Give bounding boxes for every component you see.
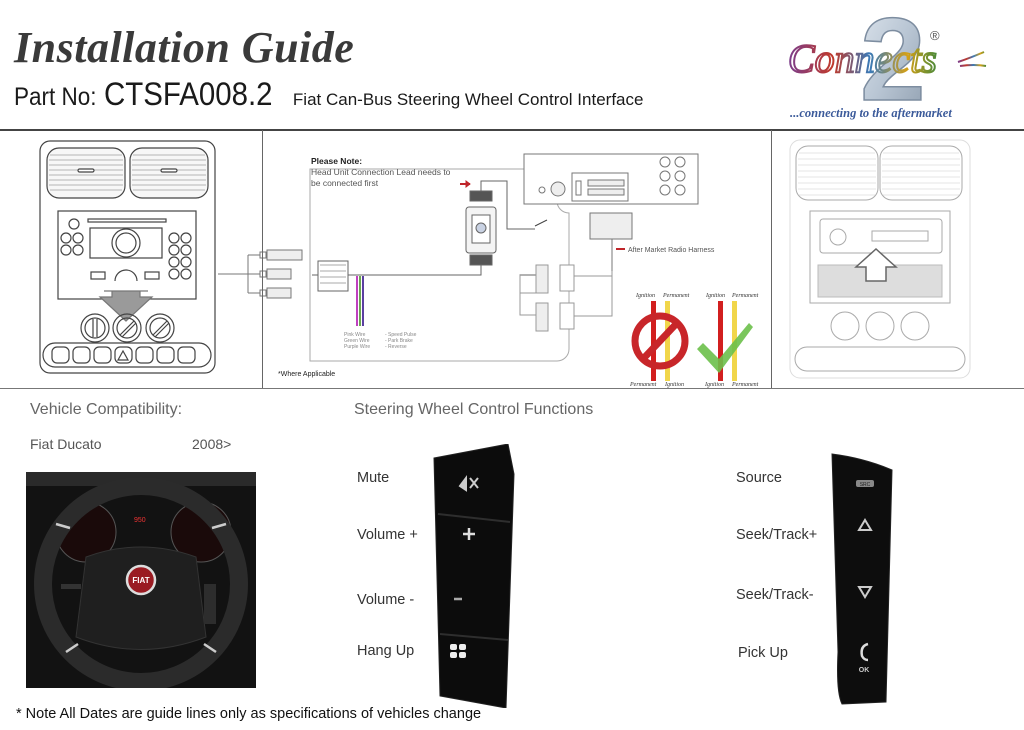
svg-text:Purple Wire: Purple Wire <box>344 344 370 350</box>
switch-panel <box>42 342 212 368</box>
left-control-pad <box>433 444 515 708</box>
insert-arrow-icon <box>854 247 898 282</box>
wire-tail-icon <box>957 51 987 67</box>
svg-text:Pink Wire: Pink Wire <box>344 332 366 338</box>
where-applicable-note: *Where Applicable <box>278 371 335 378</box>
original-dashboard <box>39 140 216 374</box>
wire-legend: Pink Wire Green Wire Purple Wire - Speed… <box>344 332 417 350</box>
footnote: * Note All Dates are guide lines only as… <box>16 706 482 722</box>
svg-text:Ignition: Ignition <box>705 293 725 299</box>
can-bus-interface-module <box>312 180 548 293</box>
wheel-rim <box>34 477 248 688</box>
triangle-up-icon <box>857 518 873 531</box>
correct-wiring-illustration: Ignition Permanent Ignition Permanent <box>697 293 759 388</box>
svg-text:SRC: SRC <box>860 482 871 488</box>
part-number: CTSFA008.2 <box>103 76 273 112</box>
logo-brand-text: Connects <box>788 36 937 81</box>
air-vent-left <box>46 147 126 199</box>
svg-text:950: 950 <box>134 517 146 524</box>
svg-text:Ignition: Ignition <box>664 382 684 388</box>
vehicle-years: 2008> <box>192 436 232 452</box>
page-title: Installation Guide <box>14 23 355 72</box>
function-label-pick-up: Pick Up <box>738 645 788 661</box>
svg-text:- Reverse: - Reverse <box>385 344 407 350</box>
vehicle-model: Fiat Ducato <box>30 436 102 452</box>
phone-ok-icon: OK <box>859 642 870 674</box>
oem-connector <box>317 260 349 292</box>
logo-numeral: 2 <box>860 4 926 124</box>
function-label-mute: Mute <box>357 470 390 486</box>
part-description: Fiat Can-Bus Steering Wheel Control Inte… <box>292 90 644 109</box>
part-number-line: Part No: CTSFA008.2 Fiat Can-Bus Steerin… <box>14 76 643 113</box>
function-label-seek-up: Seek/Track+ <box>736 527 818 543</box>
note-line-1: Head Unit Connection Lead needs to <box>311 167 451 177</box>
harness-splits <box>519 236 613 332</box>
registered-mark: ® <box>930 28 940 43</box>
wiring-diagram: Please Note: Head Unit Connection Lead n… <box>39 139 971 388</box>
svg-text:Permanent: Permanent <box>629 382 657 388</box>
compatibility-heading: Vehicle Compatibility: <box>30 401 183 418</box>
wrong-wiring-illustration: Ignition Permanent Permanent Ignition <box>629 293 690 388</box>
svg-text:Permanent: Permanent <box>731 382 759 388</box>
svg-text:Green Wire: Green Wire <box>344 338 370 344</box>
air-vent-right <box>129 147 209 199</box>
panel-divider-right <box>771 130 772 388</box>
note-line-2: be connected first <box>311 178 379 188</box>
connects2-logo: 2 ® Connects <box>787 4 987 124</box>
section-divider <box>0 388 1024 389</box>
svg-text:OK: OK <box>859 667 870 674</box>
vehicle-connectors <box>218 249 303 299</box>
note-title: Please Note: <box>311 156 362 166</box>
part-label: Part No: <box>14 83 97 111</box>
harness-label: After Market Radio Harness <box>628 247 715 254</box>
function-label-hang-up: Hang Up <box>357 643 415 659</box>
right-control-pad: SRC OK <box>831 453 893 705</box>
aftermarket-radio-back <box>523 153 699 271</box>
function-label-source: Source <box>736 470 782 486</box>
svg-text:FIAT: FIAT <box>132 576 149 585</box>
factory-radio <box>57 210 197 300</box>
svg-text:- Park Brake: - Park Brake <box>385 338 413 344</box>
functions-heading: Steering Wheel Control Functions <box>354 401 594 418</box>
function-label-volume-down: Volume - <box>357 592 415 608</box>
svg-text:- Speed Pulse: - Speed Pulse <box>385 332 417 338</box>
triangle-down-icon <box>857 586 873 599</box>
steering-wheel-photo: 950 FIAT <box>26 472 256 688</box>
svg-text:Ignition: Ignition <box>635 293 655 299</box>
svg-text:Permanent: Permanent <box>731 293 759 299</box>
panel-divider-left <box>262 130 263 388</box>
function-label-volume-up: Volume + <box>357 527 418 543</box>
mute-icon <box>458 475 479 492</box>
logo-tagline: ...connecting to the aftermarket <box>790 106 952 120</box>
function-label-seek-down: Seek/Track- <box>736 587 814 603</box>
remove-arrow-icon <box>98 290 154 322</box>
climate-knobs <box>80 313 175 343</box>
checkmark-icon <box>697 323 753 373</box>
src-icon <box>856 480 874 487</box>
fiat-badge <box>125 564 157 596</box>
installed-dashboard <box>789 139 971 379</box>
prohibited-icon <box>631 312 689 370</box>
svg-text:Permanent: Permanent <box>662 293 690 299</box>
wire-bundle <box>356 276 364 326</box>
plus-icon <box>463 528 475 540</box>
svg-text:Ignition: Ignition <box>704 382 724 388</box>
hang-up-icon <box>450 644 466 658</box>
header-divider <box>0 129 1024 131</box>
